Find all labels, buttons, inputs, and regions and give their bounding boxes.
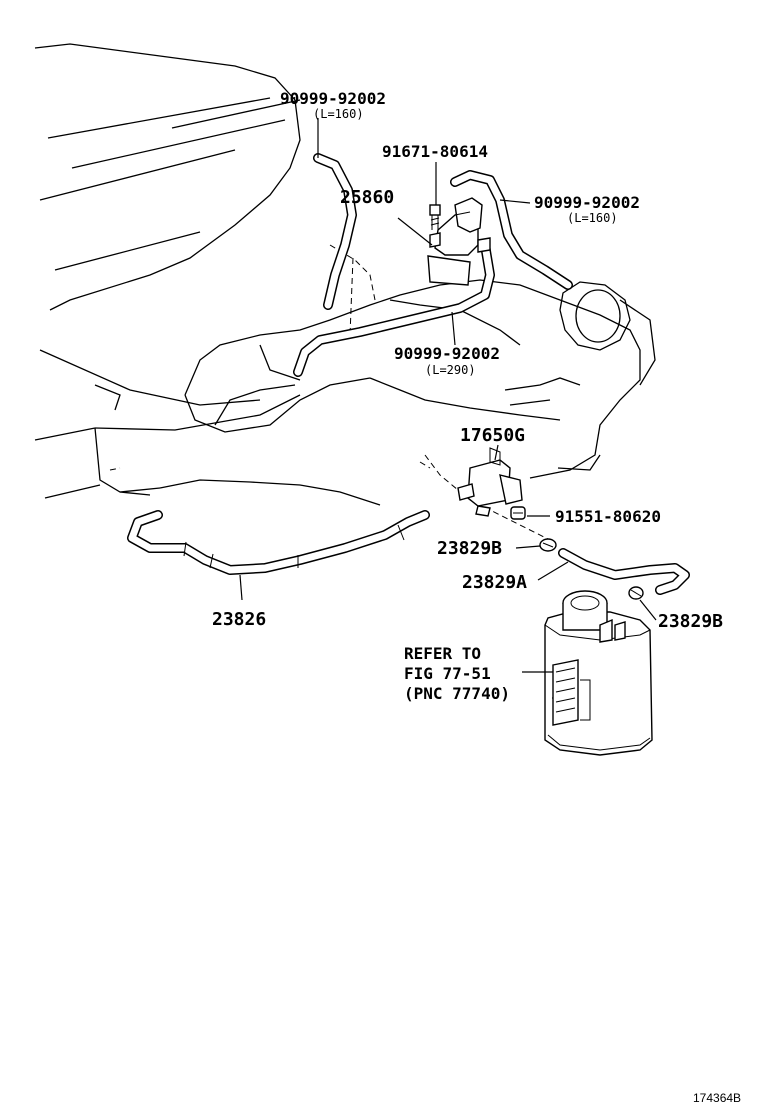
label-nut: 91551-80620 (555, 507, 661, 526)
bolt-91671-80614 (429, 204, 441, 230)
label-hose-top-right: 90999-92002 (534, 193, 640, 212)
part-labels: 90999-92002 (L=160) 91671-80614 25860 90… (212, 89, 741, 1105)
label-hose-mid: 90999-92002 (394, 344, 500, 363)
hose-23826 (127, 510, 430, 575)
clamp-23829b-right (628, 586, 644, 600)
nut-91551-80620 (510, 506, 526, 520)
refer-line-3: (PNC 77740) (404, 684, 510, 703)
label-hose-top-right-length: (L=160) (567, 211, 618, 225)
label-clamp-left: 23829B (437, 538, 502, 559)
label-vsv: 17650G (460, 425, 525, 446)
refer-line-1: REFER TO (404, 644, 481, 663)
label-hose-canister: 23829A (462, 572, 527, 593)
figure-id: 174364B (693, 1091, 741, 1105)
label-valve-25860: 25860 (340, 187, 394, 208)
leader-lines (239, 118, 657, 673)
label-hose-top-left-length: (L=160) (313, 107, 364, 121)
label-bolt: 91671-80614 (382, 142, 488, 161)
charcoal-canister (544, 590, 653, 756)
label-hose-top-left: 90999-92002 (280, 89, 386, 108)
label-clamp-right: 23829B (658, 611, 723, 632)
hose-90999-92002-mid (293, 240, 495, 377)
refer-line-2: FIG 77-51 (404, 664, 491, 683)
label-hose-lower: 23826 (212, 609, 266, 630)
vsv-17650g (457, 447, 523, 517)
clamp-23829b-left (539, 538, 557, 552)
hose-23829a (558, 548, 690, 595)
hose-90999-92002-top-right (450, 170, 573, 290)
hose-90999-92002-top-left (313, 153, 357, 310)
vacuum-switching-valve-25860 (427, 197, 491, 286)
label-hose-mid-length: (L=290) (425, 363, 476, 377)
